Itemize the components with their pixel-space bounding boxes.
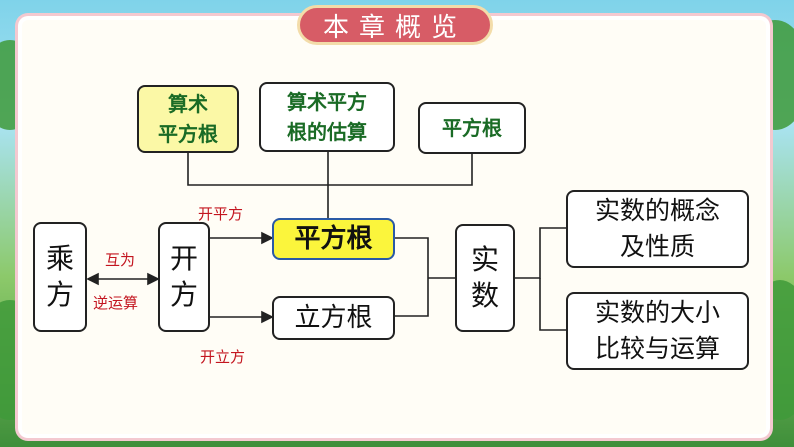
node-line: 平方根 bbox=[442, 116, 502, 140]
node-arithmetic-square-root: 算术 平方根 bbox=[137, 85, 239, 153]
label-open-square: 开平方 bbox=[198, 205, 244, 223]
node-line: 实数的概念 bbox=[594, 196, 720, 225]
node-line: 实数的大小 bbox=[594, 298, 720, 327]
node-cube-root: 立方根 bbox=[272, 296, 395, 340]
node-line: 乘 bbox=[45, 242, 74, 275]
node-line: 算术平方 bbox=[287, 90, 367, 114]
node-power: 乘 方 bbox=[33, 222, 87, 332]
node-square-root-top: 平方根 bbox=[418, 102, 526, 154]
node-arithmetic-root-estimation: 算术平方 根的估算 bbox=[259, 82, 395, 152]
node-line: 方 bbox=[169, 278, 198, 311]
node-root-extraction: 开 方 bbox=[158, 222, 210, 332]
node-line: 平方根 bbox=[294, 224, 373, 254]
node-real-number: 实 数 bbox=[455, 224, 515, 332]
node-line: 比较与运算 bbox=[594, 334, 720, 363]
label-mutual: 互为 bbox=[105, 251, 136, 269]
node-real-number-compare: 实数的大小 比较与运算 bbox=[566, 292, 749, 370]
node-line: 根的估算 bbox=[287, 120, 367, 144]
chapter-title: 本章概览 bbox=[297, 5, 493, 45]
node-line: 算术 bbox=[168, 92, 208, 116]
node-line: 平方根 bbox=[158, 122, 218, 146]
node-line: 数 bbox=[470, 279, 499, 312]
node-line: 方 bbox=[45, 278, 74, 311]
label-inverse-operation: 逆运算 bbox=[93, 294, 139, 312]
node-line: 开 bbox=[169, 242, 198, 275]
label-open-cube: 开立方 bbox=[200, 348, 246, 366]
chapter-title-text: 本章概览 bbox=[322, 12, 467, 43]
node-real-number-concept: 实数的概念 及性质 bbox=[566, 190, 749, 268]
node-line: 实 bbox=[470, 243, 499, 276]
node-line: 立方根 bbox=[294, 303, 373, 333]
node-line: 及性质 bbox=[619, 232, 695, 261]
node-square-root: 平方根 bbox=[272, 218, 395, 260]
